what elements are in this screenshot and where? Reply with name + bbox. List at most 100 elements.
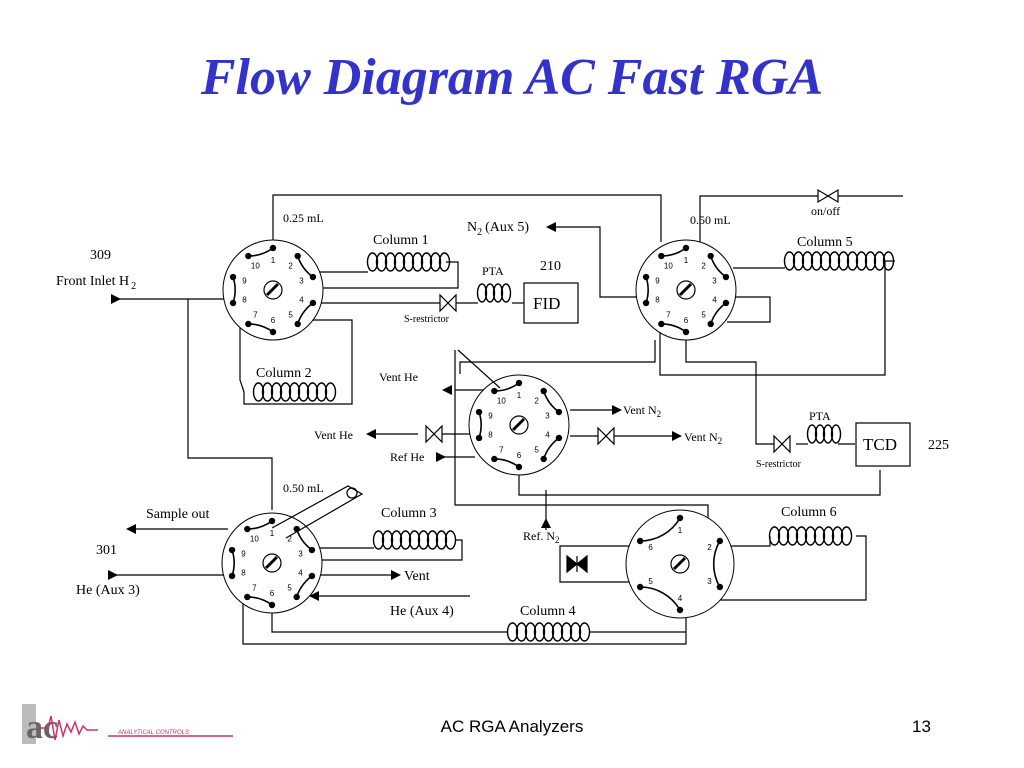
valve3-port-label: 2 — [534, 397, 539, 406]
s-restrictor-1-icon — [439, 293, 457, 313]
column4-coil — [506, 622, 591, 642]
valve1-volume: 0.25 mL — [283, 211, 324, 225]
line-v2-to-v3 — [459, 340, 656, 374]
arrow-vent-n2a — [612, 405, 622, 415]
line-v3-shaft — [454, 350, 709, 520]
column2-coil — [252, 382, 337, 402]
valve4-port-label: 2 — [287, 535, 292, 544]
he-aux3-label: He (Aux 3) — [76, 583, 140, 598]
code-301: 301 — [96, 543, 117, 558]
column4-label: Column 4 — [520, 604, 576, 619]
valve3-handle — [457, 349, 501, 389]
valve5-port-label: 2 — [707, 543, 712, 552]
detector-boxes — [523, 282, 911, 467]
sample-out-label: Sample out — [146, 507, 209, 522]
pta1-label: PTA — [482, 264, 504, 278]
vent-he-left-label: Vent He — [314, 428, 353, 442]
valve2-port-label: 7 — [666, 310, 671, 319]
valve1-port-label: 1 — [271, 256, 276, 265]
valve3-port — [475, 434, 483, 442]
he-aux4-label: He (Aux 4) — [390, 604, 454, 619]
vent-he-top-label: Vent He — [379, 370, 418, 384]
valve1-port-label: 8 — [242, 295, 247, 304]
arrow-n2-aux5 — [546, 222, 556, 232]
column6-coil — [768, 526, 853, 546]
valve2-port-label: 1 — [684, 256, 689, 265]
line-n2-aux5 — [548, 226, 640, 298]
sample-loop-handle — [271, 485, 364, 539]
pta2-label: PTA — [809, 409, 831, 423]
labels: 0.25 mL 0.50 mL 0.50 mL 309 Front Inlet … — [56, 204, 949, 619]
valve4-port — [293, 593, 300, 601]
footer-center-text: AC RGA Analyzers — [440, 717, 584, 736]
valve3-port-label: 4 — [545, 430, 550, 439]
column3-coil — [372, 530, 457, 550]
ref-he-label: Ref He — [390, 450, 424, 464]
valve1-port-label: 5 — [288, 310, 293, 319]
valve1-port-label: 4 — [299, 295, 304, 304]
pta2-coil — [806, 424, 842, 444]
line-v2-down-tcd — [685, 340, 780, 445]
valve4-port-label: 1 — [270, 529, 275, 538]
arrow-vent — [391, 570, 401, 580]
valve1-port-label: 7 — [253, 310, 258, 319]
arrow-ref-n2 — [541, 518, 551, 528]
valve3-port-label: 6 — [517, 451, 522, 460]
pta1-coil — [476, 283, 512, 303]
valve1-port-label: 3 — [299, 277, 304, 286]
column5-label: Column 5 — [797, 235, 853, 250]
valve5-port-label: 6 — [648, 543, 653, 552]
vent-n2-a-label: Vent N2 — [623, 403, 661, 419]
s-restrictor-2-icon — [773, 434, 791, 454]
column6-label: Column 6 — [781, 505, 837, 520]
vent-n2-restrictor-icon — [597, 426, 615, 446]
ref-n2-label: Ref. N2 — [523, 529, 560, 545]
code-225: 225 — [928, 438, 949, 453]
valve3-port-label: 1 — [517, 391, 522, 400]
tcd-box — [855, 422, 911, 467]
valve2-port-label: 6 — [684, 316, 689, 325]
arrow-vent-he-top — [442, 385, 452, 395]
slide-title: Flow Diagram AC Fast RGA — [200, 49, 824, 106]
arrow-he-aux3 — [108, 570, 118, 580]
valve2-port-label: 9 — [655, 277, 660, 286]
valve4-port-label: 7 — [252, 583, 257, 592]
valve2-port-label: 10 — [664, 262, 673, 271]
line-col1-to-fid — [312, 261, 459, 289]
n2-aux5-label: N2(Aux 5) — [467, 220, 529, 238]
valve2-port-label: 4 — [712, 295, 717, 304]
code-210: 210 — [540, 259, 561, 274]
column2-label: Column 2 — [256, 366, 312, 381]
onoff-valve-icon — [817, 188, 839, 204]
valves: 1234567891012345678910123456789101234567… — [221, 239, 737, 619]
valve3-port — [475, 408, 483, 416]
valve4-port-label: 3 — [298, 550, 303, 559]
s-restrictor2-label: S-restrictor — [756, 459, 802, 470]
logo-subtitle: ANALYTICAL CONTROLS — [117, 730, 189, 736]
line-col3-down — [312, 539, 463, 561]
column5-coil — [783, 251, 895, 271]
line-col2-loop — [239, 319, 353, 405]
valve4-volume: 0.50 mL — [283, 481, 324, 495]
line-v4-bottom — [242, 598, 687, 645]
arrow-vent-n2b — [672, 431, 682, 441]
line-col5-down — [659, 260, 895, 376]
valve4-port-label: 8 — [241, 568, 246, 577]
valve4-port-label: 5 — [287, 583, 292, 592]
valve3-port — [491, 387, 498, 395]
line-v4-col4 — [271, 612, 508, 633]
valve3-port-label: 3 — [545, 412, 550, 421]
tcd-label: TCD — [863, 435, 897, 454]
valve5-port-label: 1 — [678, 526, 683, 535]
column1-coil — [366, 252, 451, 272]
valve3-port-label: 7 — [499, 445, 504, 454]
arrow-he-aux4 — [309, 591, 319, 601]
arrow-ref-he — [436, 452, 446, 462]
valve1-port — [294, 252, 301, 260]
valve1-port-label: 6 — [271, 316, 276, 325]
flow-diagram: 1234567891012345678910123456789101234567… — [56, 188, 949, 645]
